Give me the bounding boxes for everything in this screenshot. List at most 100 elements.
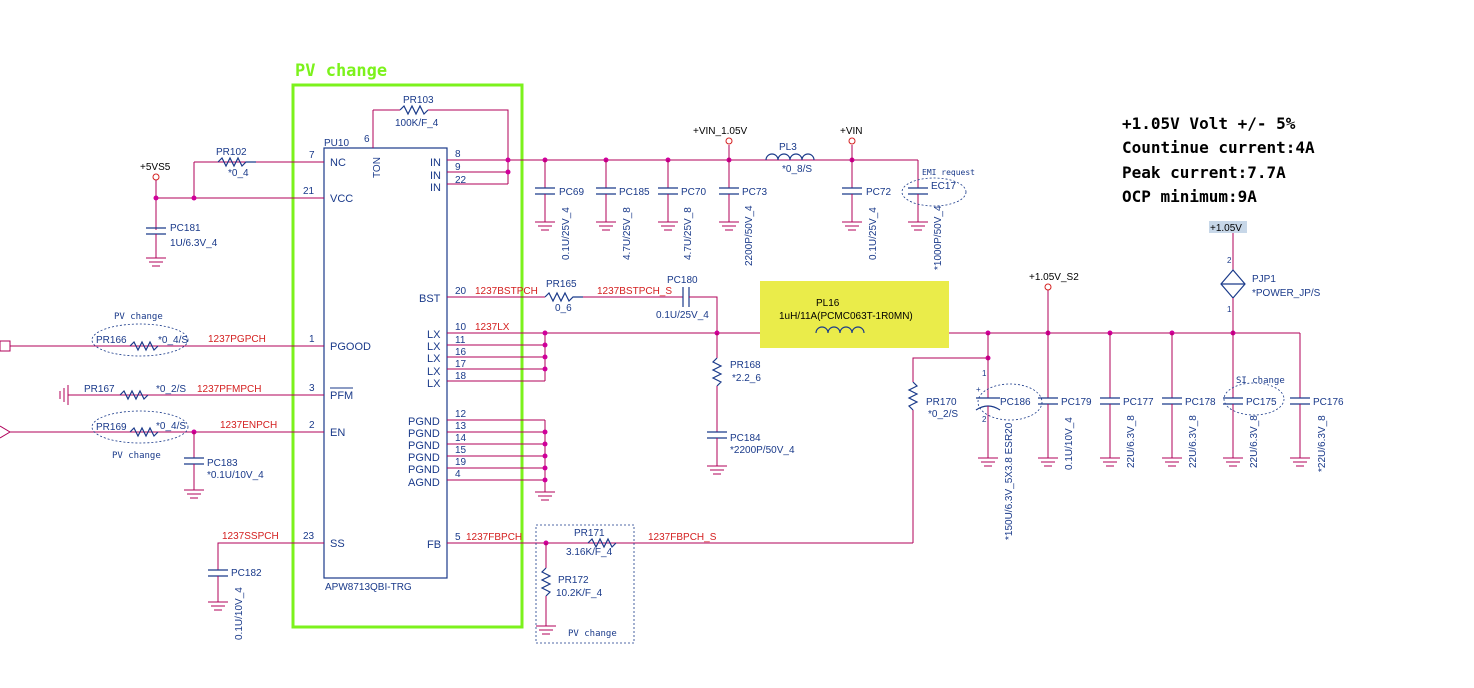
pl3-inductor bbox=[765, 153, 815, 161]
ic-pin-11-num: 11 bbox=[455, 335, 466, 346]
spec-line-2: Countinue current:4A bbox=[1122, 138, 1315, 157]
ic-pin-agnd: AGND bbox=[408, 477, 440, 489]
pc73-capacitor bbox=[719, 145, 739, 231]
ic-pin-pgnd-2: PGND bbox=[408, 428, 440, 440]
pc72-value: 0.1U/25V_4 bbox=[868, 207, 879, 260]
pr172-resistor bbox=[540, 567, 552, 597]
ic-pin-top-name: TON bbox=[372, 157, 383, 178]
pc184-value: *2200P/50V_4 bbox=[730, 445, 795, 456]
pr165-ref: PR165 bbox=[546, 279, 577, 290]
pc184-ref: PC184 bbox=[730, 433, 761, 444]
net-bstpch-s: 1237BSTPCH_S bbox=[597, 286, 672, 297]
ground-symbol-pgnd bbox=[535, 491, 555, 501]
ic-pin-9-num: 9 bbox=[455, 162, 461, 173]
ic-pin-17-num: 17 bbox=[455, 359, 467, 370]
pr167-resistor bbox=[119, 389, 149, 401]
pr102-ref: PR102 bbox=[216, 147, 247, 158]
ic-pin-lx-3: LX bbox=[427, 353, 441, 365]
pjp1-ref: PJP1 bbox=[1252, 274, 1276, 285]
ic-pin-lx-2: LX bbox=[427, 341, 441, 353]
svg-text:2: 2 bbox=[982, 415, 987, 424]
pr102-value: *0_4 bbox=[228, 168, 249, 179]
net-fbpch: 1237FBPCH bbox=[466, 532, 522, 543]
pc183-ref: PC183 bbox=[207, 458, 238, 469]
pc183-value: *0.1U/10V_4 bbox=[207, 470, 264, 481]
pc180-value: 0.1U/25V_4 bbox=[656, 310, 709, 321]
ic-ref: PU10 bbox=[324, 138, 349, 149]
pc186-capacitor bbox=[975, 333, 1001, 467]
pc182-value: 0.1U/10V_4 bbox=[234, 587, 245, 640]
ic-pin-top-num: 6 bbox=[364, 134, 370, 145]
ic-pin-ss: SS bbox=[330, 538, 345, 550]
pr167-ref: PR167 bbox=[84, 384, 115, 395]
pc185-ref: PC185 bbox=[619, 187, 650, 198]
pr165-resistor bbox=[544, 291, 583, 303]
pc177-ref: PC177 bbox=[1123, 397, 1154, 408]
net-lx: 1237LX bbox=[475, 322, 510, 333]
net-pgpch: 1237PGPCH bbox=[208, 334, 266, 345]
ic-pin-nc: NC bbox=[330, 157, 346, 169]
pl16-inductor bbox=[815, 326, 865, 334]
pc70-capacitor bbox=[658, 160, 678, 231]
pjp1-value: *POWER_JP/S bbox=[1252, 288, 1321, 299]
pc182-ref: PC182 bbox=[231, 568, 262, 579]
pc181-value: 1U/6.3V_4 bbox=[170, 238, 218, 249]
ic-pin-8-num: 8 bbox=[455, 149, 461, 160]
pc72-ref: PC72 bbox=[866, 187, 891, 198]
pc73-ref: PC73 bbox=[742, 187, 767, 198]
rail-105-s2-label: +1.05V_S2 bbox=[1029, 272, 1079, 283]
pv-change-box bbox=[291, 83, 524, 629]
ic-pin-lx-4: LX bbox=[427, 366, 441, 378]
ic-pin-14-num: 14 bbox=[455, 433, 467, 444]
ic-pin-3-num: 3 bbox=[309, 383, 315, 394]
ic-pin-en: EN bbox=[330, 427, 345, 439]
ic-pin-18-num: 18 bbox=[455, 371, 467, 382]
pc69-capacitor bbox=[535, 160, 555, 231]
rail-vin-105-label: +VIN_1.05V bbox=[693, 126, 748, 137]
net-pfmpch: 1237PFMPCH bbox=[197, 384, 261, 395]
pr169-ref: PR169 bbox=[96, 422, 127, 433]
svg-text:1: 1 bbox=[1227, 305, 1232, 314]
net-fbpch-s: 1237FBPCH_S bbox=[648, 532, 717, 543]
pc185-capacitor bbox=[596, 160, 616, 231]
pr171-ref: PR171 bbox=[574, 528, 605, 539]
spec-line-4: OCP minimum:9A bbox=[1122, 187, 1257, 206]
pl16-ref: PL16 bbox=[816, 298, 840, 309]
rail-5vs5-label: +5VS5 bbox=[140, 162, 171, 173]
ground-symbol-pr167 bbox=[59, 385, 69, 405]
pl3-value: *0_8/S bbox=[782, 164, 812, 175]
ic-pin-7-num: 7 bbox=[309, 150, 315, 161]
emi-request-note: EMI request bbox=[922, 168, 975, 177]
pv-change-note-pr169: PV change bbox=[112, 451, 161, 461]
pv-change-note-pr166: PV change bbox=[114, 312, 163, 322]
ic-pin-pfm: PFM bbox=[330, 390, 353, 402]
ic-pin-5-num: 5 bbox=[455, 532, 461, 543]
ic-pin-fb: FB bbox=[427, 539, 441, 551]
pr167-value: *0_2/S bbox=[156, 384, 186, 395]
net-sspch: 1237SSPCH bbox=[222, 531, 279, 542]
ic-pin-1-num: 1 bbox=[309, 334, 315, 345]
spec-line-3: Peak current:7.7A bbox=[1122, 163, 1286, 182]
pc70-value: 4.7U/25V_8 bbox=[683, 207, 694, 260]
pv-change-title: PV change bbox=[295, 61, 387, 81]
ground-symbol-pc182 bbox=[208, 601, 228, 611]
pc181-ref: PC181 bbox=[170, 223, 201, 234]
spec-line-1: +1.05V Volt +/- 5% bbox=[1122, 114, 1296, 133]
pv-change-note-fb: PV change bbox=[568, 629, 617, 639]
pc186-ref: PC186 bbox=[1000, 397, 1031, 408]
ic-pin-pgnd-3: PGND bbox=[408, 440, 440, 452]
pc69-value: 0.1U/25V_4 bbox=[561, 207, 572, 260]
pr169-resistor bbox=[129, 426, 159, 438]
rail-vin-connector bbox=[848, 137, 856, 145]
ic-part: APW8713QBI-TRG bbox=[325, 582, 412, 593]
rail-vin-105-connector bbox=[725, 137, 733, 145]
pl16-value: 1uH/11A(PCMC063T-1R0MN) bbox=[779, 311, 913, 322]
ic-pin-bst: BST bbox=[419, 293, 441, 305]
pc175-capacitor bbox=[1223, 333, 1243, 467]
ec17-value: *1000P/50V_4 bbox=[933, 205, 944, 270]
ic-pin-pgood: PGOOD bbox=[330, 341, 371, 353]
ic-pin-15-num: 15 bbox=[455, 445, 467, 456]
rail-105-highlight bbox=[1209, 221, 1247, 233]
pr171-resistor bbox=[587, 537, 617, 549]
pc178-ref: PC178 bbox=[1185, 397, 1216, 408]
